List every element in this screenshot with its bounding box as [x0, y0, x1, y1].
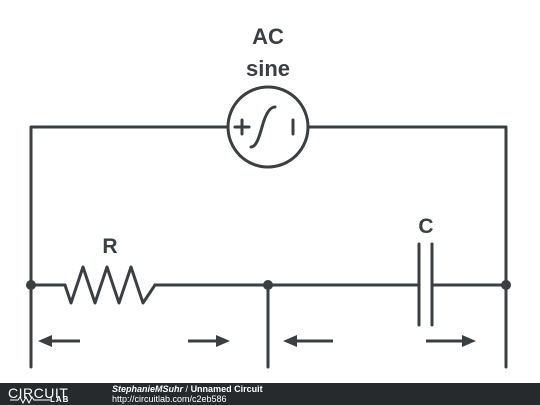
footer-bar: CIRCUIT LAB StephanieMSuhr / Unnamed Cir… [0, 383, 540, 405]
arrow-right-icon [188, 335, 230, 347]
plus-sign-icon [233, 118, 251, 136]
wire-top-left [29, 125, 230, 287]
node-middle[interactable] [263, 280, 273, 290]
circuit-title-line: StephanieMSuhr / Unnamed Circuit [112, 384, 263, 394]
arrow-left-icon [38, 335, 80, 347]
logo-sub: LAB [50, 395, 70, 404]
ac-source[interactable] [226, 85, 310, 169]
arrow-left-icon [283, 335, 333, 347]
source-label-line2: sine [246, 56, 290, 81]
resistor-logo-icon [10, 396, 50, 404]
logo-text: CIRCUIT [8, 385, 69, 401]
node-left[interactable] [26, 280, 36, 290]
wire-top-right [306, 125, 508, 287]
node-right[interactable] [501, 280, 511, 290]
circuitlab-logo[interactable]: CIRCUIT LAB [8, 384, 100, 404]
resistor-label: R [102, 235, 117, 258]
source-label-line1: AC [252, 24, 284, 49]
capacitor-label: C [418, 215, 433, 238]
resistor-zigzag[interactable] [63, 265, 157, 305]
author-link[interactable]: StephanieMSuhr [112, 384, 184, 394]
circuit-url[interactable]: http://circuitlab.com/c2eb586 [112, 394, 227, 404]
sine-wave-icon [249, 105, 277, 149]
ac-source-circle [226, 85, 310, 169]
schematic: AC sine R C [26, 24, 511, 369]
arrow-right-icon [426, 335, 476, 347]
title-separator: / [185, 384, 189, 394]
circuit-info: StephanieMSuhr / Unnamed Circuit http://… [112, 384, 263, 404]
circuit-name[interactable]: Unnamed Circuit [190, 384, 263, 394]
